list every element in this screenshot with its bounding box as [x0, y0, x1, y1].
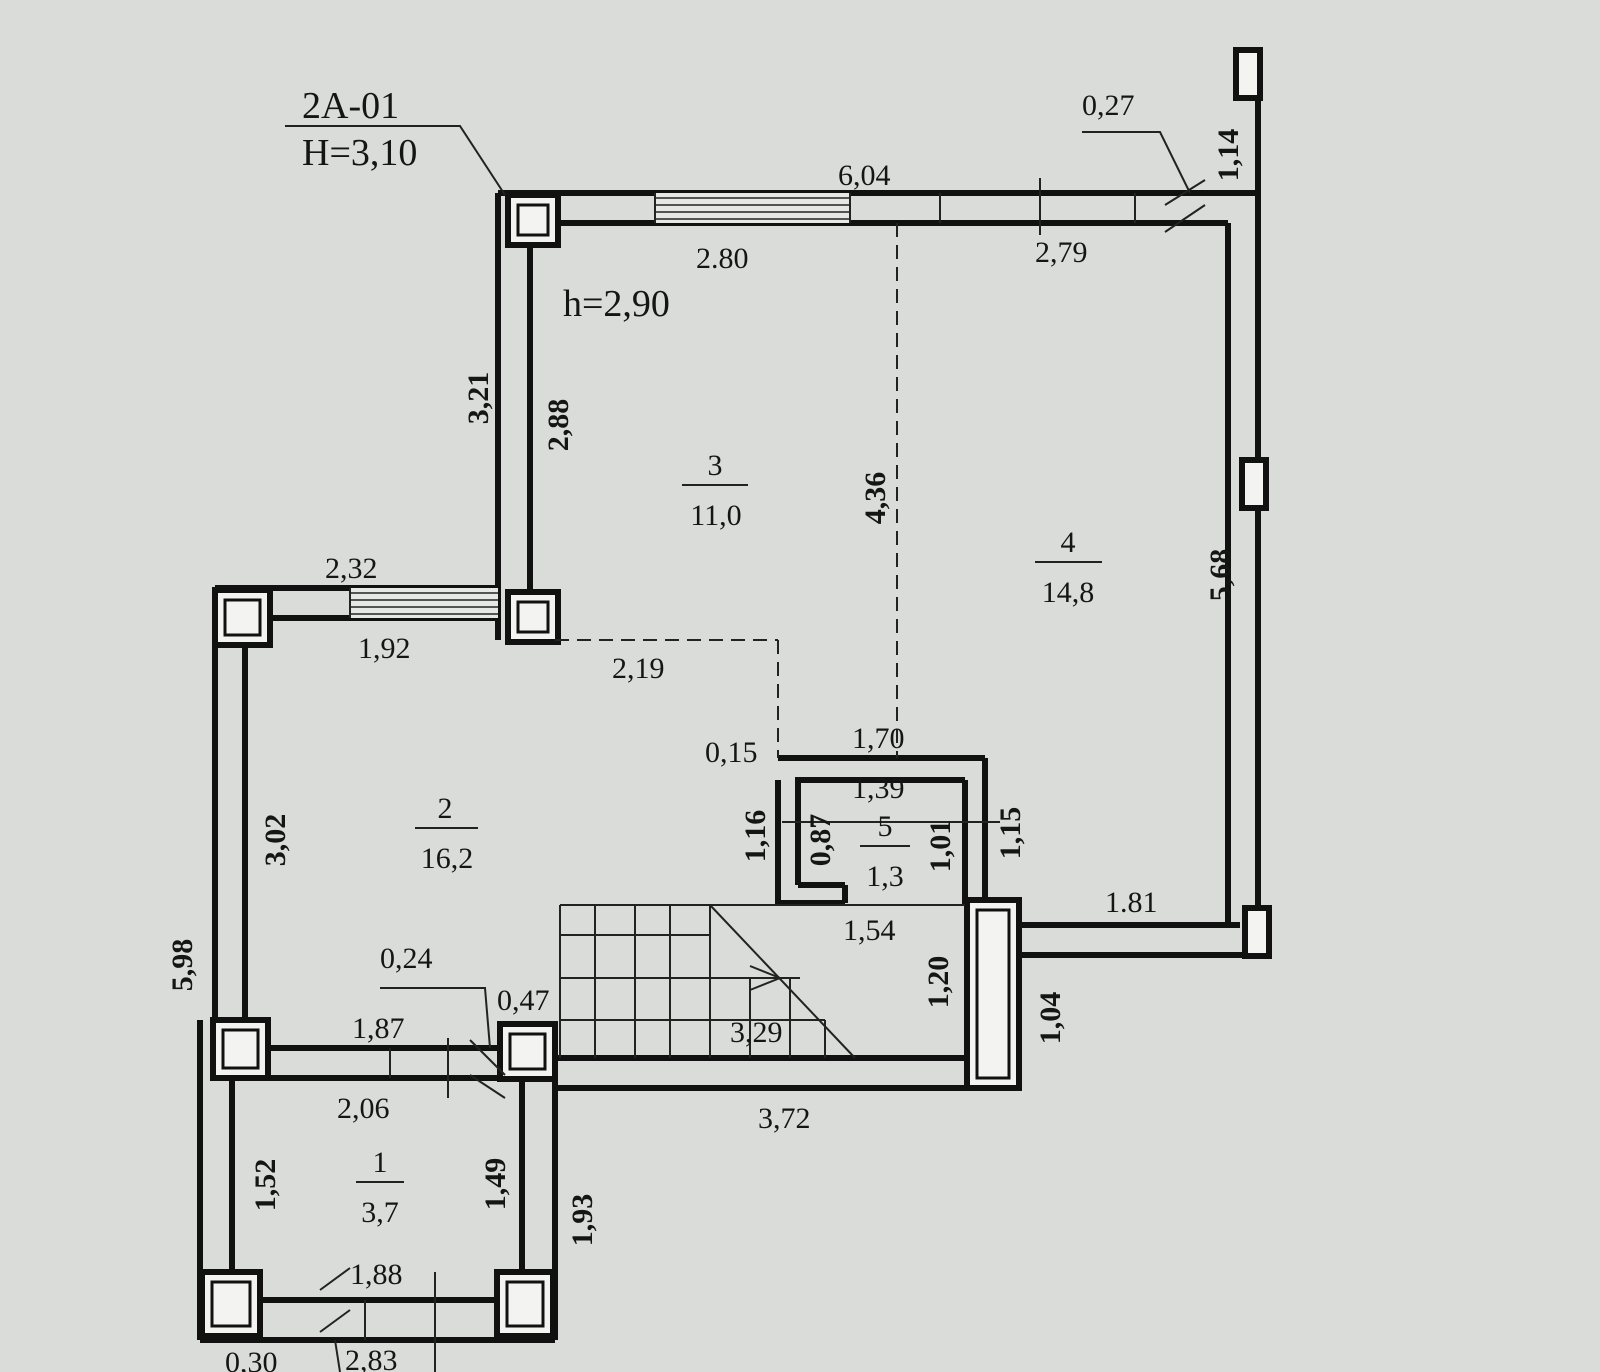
dim-label: 3,29: [730, 1016, 783, 1049]
dim-label: 2,06: [337, 1092, 390, 1125]
dim-label: 0,30: [225, 1346, 278, 1372]
dim-label: 1,04: [1034, 992, 1067, 1045]
dimension-labels: 0,27 6,04 2.80 2,79 2,32 1,92 2,19 0,15 …: [166, 89, 1245, 1372]
dim-label: 1,88: [350, 1258, 403, 1291]
dim-label: 2.80: [696, 242, 749, 275]
dim-label: 0,87: [804, 814, 837, 867]
dim-label: 2,19: [612, 652, 665, 685]
dim-label: 1,93: [566, 1194, 599, 1247]
room-3: 3 11,0: [682, 449, 748, 532]
room-area: 3,7: [361, 1196, 399, 1229]
dim-label: 2,88: [542, 399, 575, 452]
dim-label: 1,16: [739, 810, 772, 863]
dim-label: 1,49: [479, 1158, 512, 1211]
room-area: 16,2: [421, 842, 474, 875]
dim-label: 0,24: [380, 942, 433, 975]
dim-label: 5,98: [166, 939, 199, 992]
column: [1239, 457, 1269, 511]
room-area: 11,0: [690, 499, 741, 532]
dim-label: 2,83: [345, 1344, 398, 1372]
room-number: 5: [878, 810, 893, 843]
room-5: 5 1,3: [860, 810, 910, 893]
dim-label: 1.81: [1105, 886, 1158, 919]
plan-height: H=3,10: [302, 132, 417, 174]
room-area: 1,3: [866, 860, 904, 893]
dim-label: 1,54: [843, 914, 896, 947]
room-number: 3: [708, 449, 723, 482]
column: [505, 192, 561, 248]
ceiling-height: h=2,90: [563, 283, 670, 325]
column: [964, 897, 1022, 1091]
leader-024: [380, 987, 491, 1049]
dim-label: 2,79: [1035, 236, 1088, 269]
stairs: [559, 904, 965, 1059]
dim-label: 1,15: [994, 807, 1027, 860]
dimension-leaders: [285, 125, 1206, 1372]
dim-label: 1,01: [924, 820, 957, 873]
column: [212, 587, 273, 648]
leader-027: [1082, 131, 1191, 194]
room-number: 4: [1061, 526, 1076, 559]
dim-label: 5,68: [1204, 549, 1237, 602]
dim-label: 3,02: [259, 814, 292, 867]
dim-label: 1,87: [352, 1012, 405, 1045]
dim-label: 0,47: [497, 984, 550, 1017]
room-area: 14,8: [1042, 576, 1095, 609]
window-top: [654, 193, 851, 223]
room-number: 1: [373, 1146, 388, 1179]
windows: [349, 193, 1136, 1340]
dim-label: 6,04: [838, 159, 891, 192]
zone-lines: [555, 223, 898, 758]
columns: [199, 47, 1272, 1339]
dim-label: 0,15: [705, 736, 758, 769]
column: [505, 589, 561, 645]
plan-code: 2А-01: [302, 85, 399, 127]
dim-label: 3,72: [758, 1102, 811, 1135]
dim-label: 1,20: [922, 956, 955, 1009]
room-2: 2 16,2: [415, 792, 478, 875]
header-leader: [285, 125, 506, 196]
dim-label: 1,39: [852, 772, 905, 805]
room-number: 2: [438, 792, 453, 825]
dim-label: 3,21: [462, 372, 495, 425]
dim-label: 1,52: [249, 1159, 282, 1212]
room-4: 4 14,8: [1035, 526, 1102, 609]
dim-label: 2,32: [325, 552, 378, 585]
dim-label: 1,92: [358, 632, 411, 665]
column: [1233, 47, 1263, 101]
column: [1242, 905, 1272, 959]
room-1: 1 3,7: [356, 1146, 404, 1229]
window-room2: [349, 588, 498, 618]
column: [497, 1021, 558, 1082]
dim-label: 0,27: [1082, 89, 1135, 122]
dim-label: 1,14: [1212, 129, 1245, 182]
walls: [197, 50, 1261, 1343]
dim-label: 4,36: [859, 472, 892, 525]
dim-label: 1,70: [852, 722, 905, 755]
